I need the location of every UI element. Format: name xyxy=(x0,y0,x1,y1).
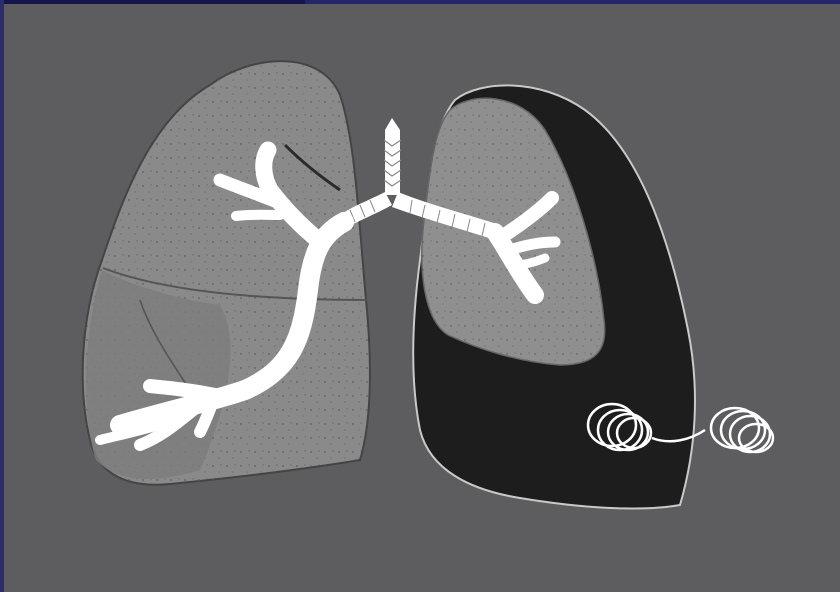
trachea-shape xyxy=(385,118,400,195)
trachea xyxy=(384,118,401,195)
left-lung xyxy=(413,85,695,508)
